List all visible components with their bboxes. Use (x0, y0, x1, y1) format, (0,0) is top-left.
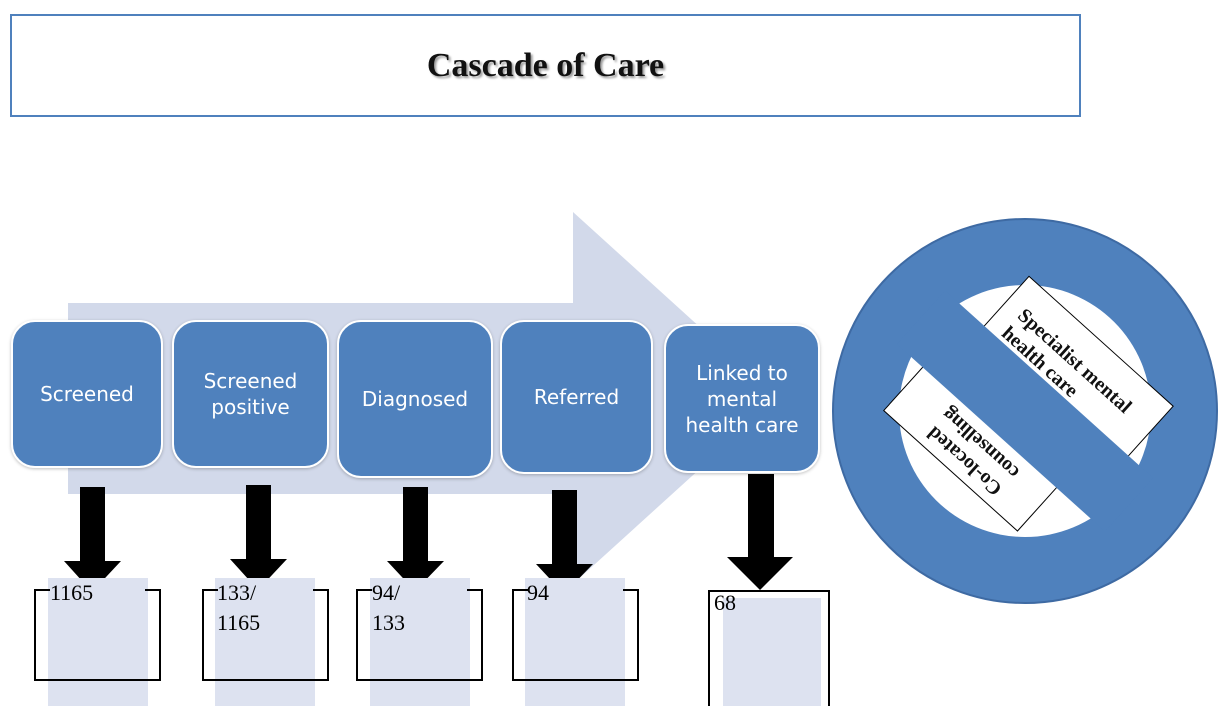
count-box-screened-positive: 133/ 1165 (215, 578, 315, 706)
stage-label: Diagnosed (361, 387, 469, 411)
count-value: 94/ 133 (372, 580, 405, 635)
count-bracket-3 (356, 589, 483, 681)
count-value: 133/ 1165 (217, 580, 261, 635)
down-arrow-3 (387, 487, 444, 591)
stage-screened: Screened (11, 320, 163, 468)
prohibition-bar (896, 290, 1154, 532)
down-arrow-2 (230, 485, 287, 590)
count-bracket-1 (34, 589, 161, 681)
down-arrow-5 (727, 474, 793, 590)
count-box-referred: 94 (525, 578, 625, 706)
count-value: 1165 (50, 580, 94, 605)
stage-linked: Linked to mental health care (664, 324, 820, 473)
count-box-diagnosed: 94/ 133 (370, 578, 470, 706)
title-box: Cascade of Care (10, 14, 1081, 117)
down-arrow-1 (64, 487, 121, 592)
stage-label: Screened positive (203, 369, 298, 419)
count-bracket-2 (202, 589, 329, 681)
count-bracket-4 (512, 589, 639, 681)
count-box-linked (723, 598, 821, 706)
count-frame-linked (708, 590, 830, 706)
count-value-linked: 68 (714, 590, 736, 615)
down-arrow-4 (536, 490, 593, 594)
stage-label: Linked to mental health care (685, 360, 799, 437)
count-box-screened: 1165 (48, 578, 148, 706)
stage-screened-positive: Screened positive (172, 320, 329, 468)
stage-referred: Referred (500, 320, 653, 474)
stage-label: Screened (40, 382, 134, 406)
count-value: 94 (527, 580, 549, 605)
stage-label: Referred (533, 385, 620, 409)
diagram-title: Cascade of Care (426, 46, 665, 84)
stage-diagnosed: Diagnosed (337, 320, 493, 478)
